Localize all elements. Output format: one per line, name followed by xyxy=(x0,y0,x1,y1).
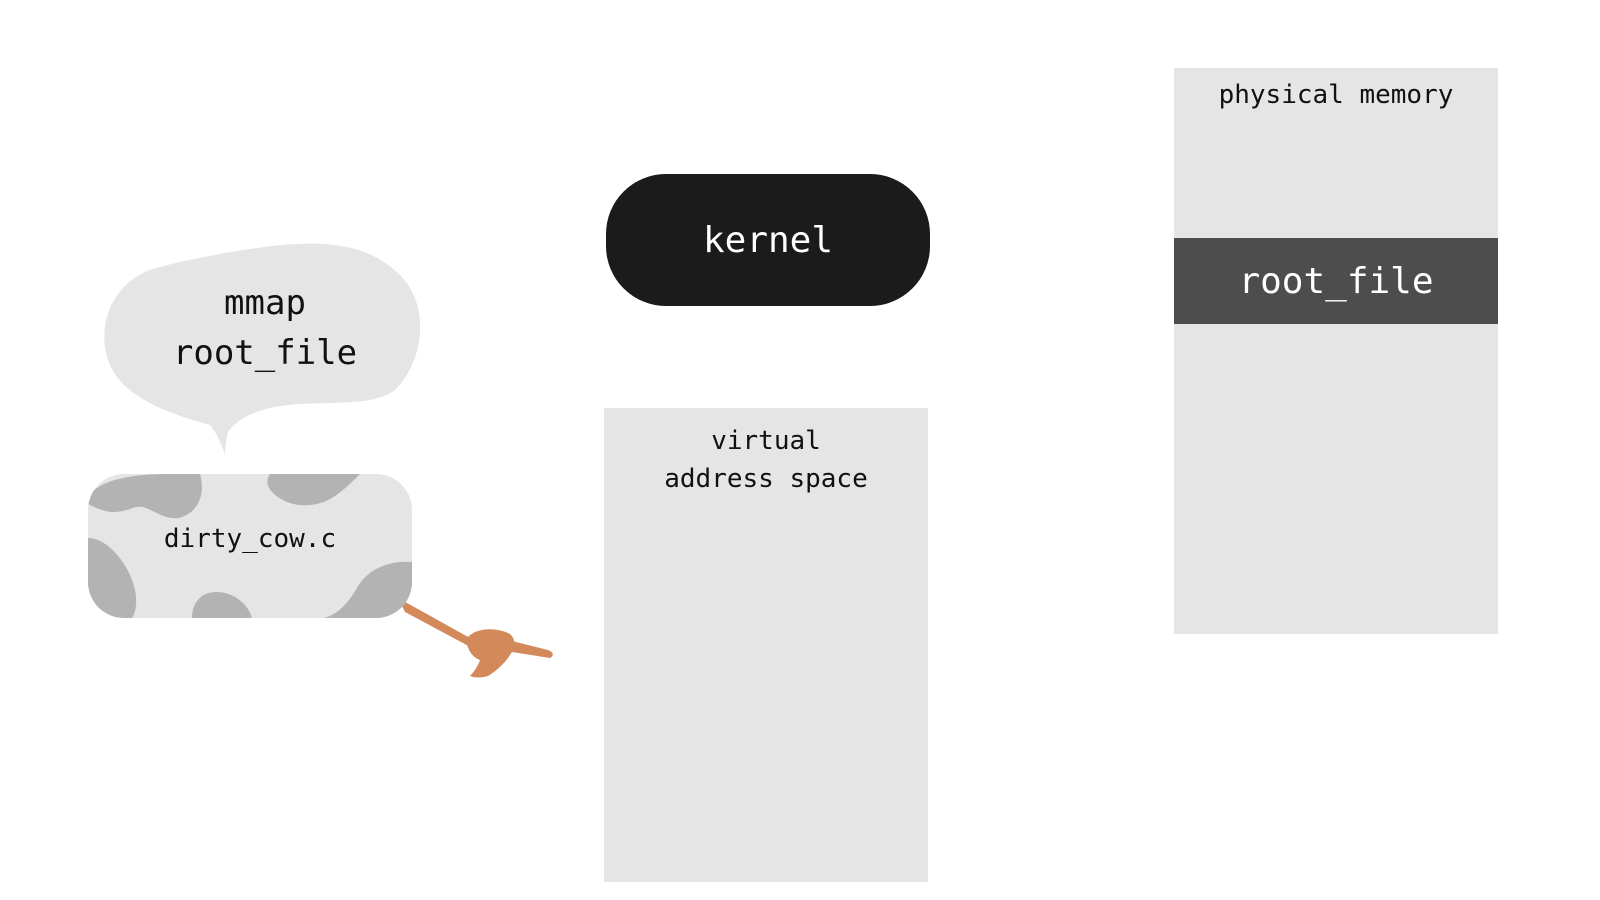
bubble-line-1: mmap xyxy=(224,283,306,323)
kernel-box: kernel xyxy=(606,174,930,306)
cow-spot xyxy=(324,561,412,618)
pointing-hand-finger xyxy=(508,640,553,658)
vas-title-line-2: address space xyxy=(664,464,868,494)
program-label: dirty_cow.c xyxy=(163,524,337,554)
program-box: dirty_cow.c xyxy=(88,474,412,618)
cow-spot xyxy=(192,592,252,618)
physical-memory-title: physical memory xyxy=(1218,80,1454,110)
root-file-block-label: root_file xyxy=(1238,260,1434,302)
cow-spot xyxy=(88,538,137,618)
vas-title-line-1: virtual xyxy=(711,426,821,456)
cow-spot xyxy=(88,474,202,519)
virtual-address-space-title: virtual address space xyxy=(604,422,928,498)
pointing-hand-palm xyxy=(466,629,515,678)
cow-spot xyxy=(267,474,360,506)
physical-memory: physical memory root_file xyxy=(1174,68,1498,634)
kernel-label: kernel xyxy=(702,219,834,261)
virtual-address-space: virtual address space xyxy=(604,408,928,882)
bubble-text: mmap root_file xyxy=(130,278,400,378)
physical-memory-root-file-block: root_file xyxy=(1174,238,1498,324)
bubble-line-2: root_file xyxy=(172,333,358,373)
cow-spots xyxy=(88,474,412,618)
